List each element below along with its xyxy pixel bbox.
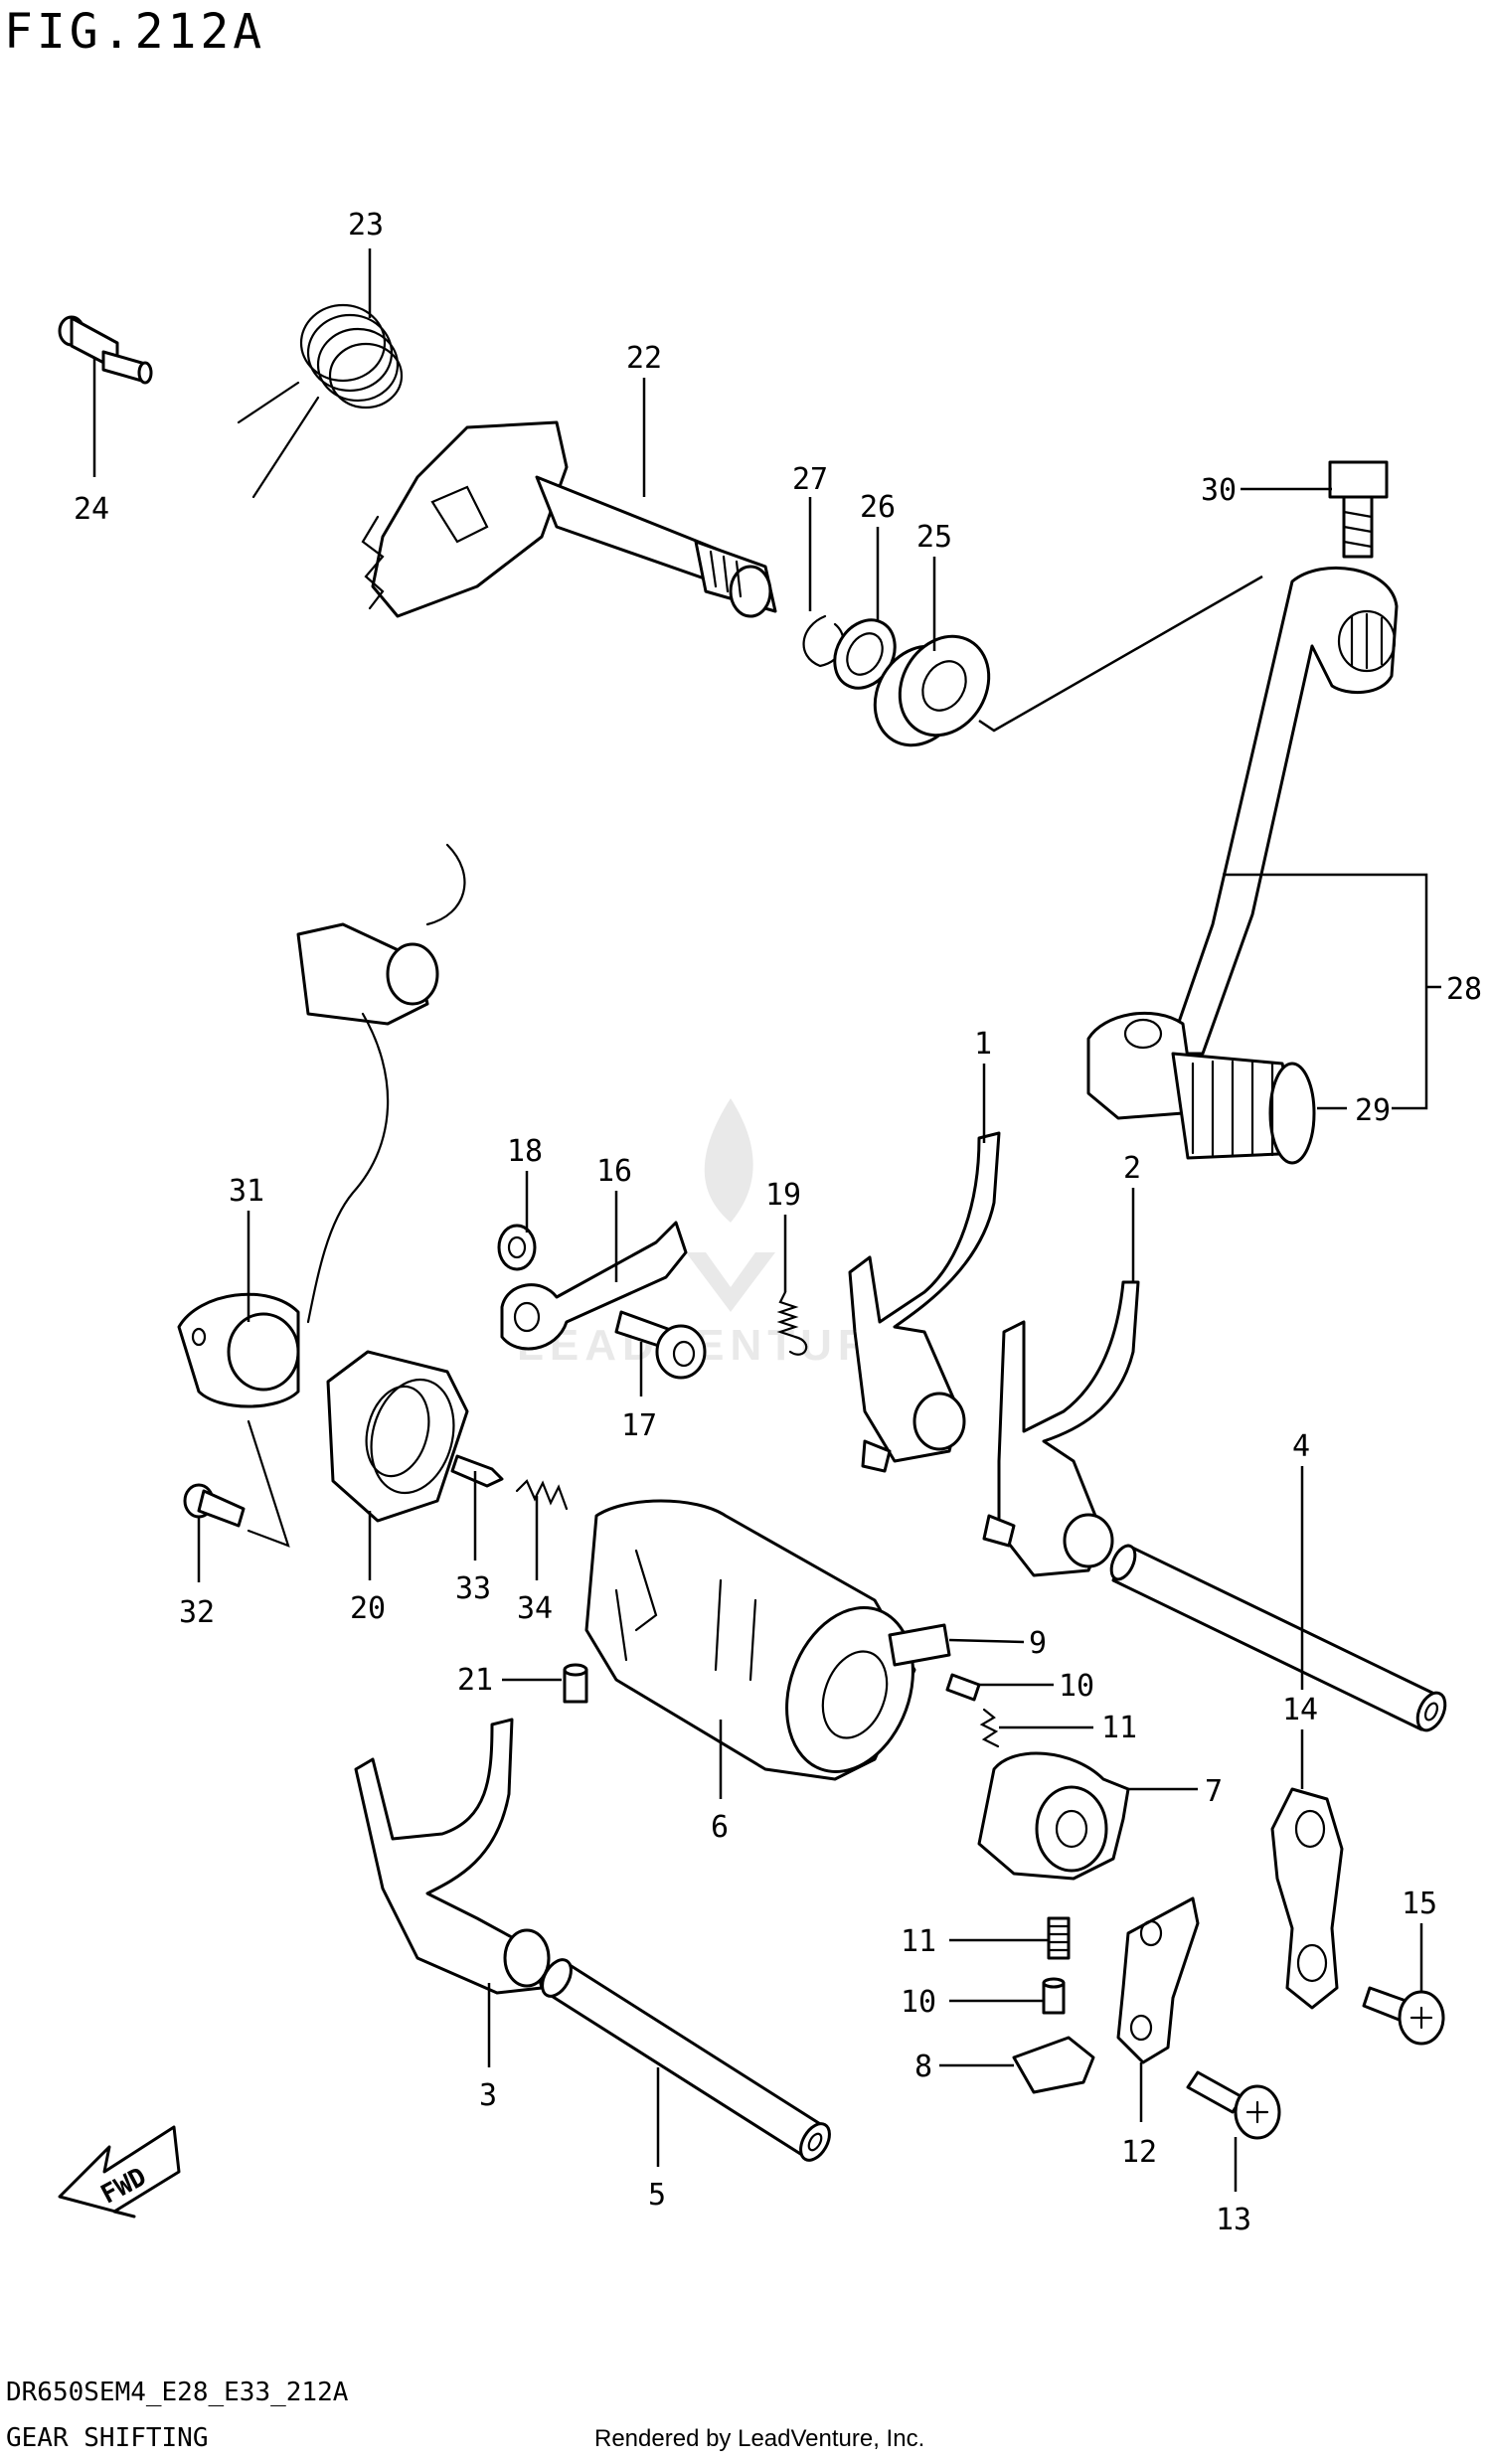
callout-7: 7 <box>1205 1774 1223 1809</box>
callout-11-lower: 11 <box>901 1924 936 1959</box>
callout-2: 2 <box>1123 1151 1141 1186</box>
rendered-by-credit: Rendered by LeadVenture, Inc. <box>594 2425 925 2452</box>
part-21-pin[interactable] <box>563 1663 588 1704</box>
callout-6: 6 <box>711 1810 729 1845</box>
callout-8: 8 <box>914 2050 932 2084</box>
figure-title: FIG.212A <box>4 4 266 60</box>
part-20-gear-shift-cam-plate[interactable] <box>326 1350 469 1523</box>
callout-leader-lines <box>92 248 1441 2192</box>
part-5-fork-shaft[interactable] <box>537 1955 836 2166</box>
part-7-cam-drive-gear[interactable] <box>977 1751 1130 1881</box>
part-30-bolt[interactable] <box>1328 460 1389 559</box>
callout-31: 31 <box>229 1174 264 1209</box>
part-10-pin-upper[interactable] <box>945 1673 981 1702</box>
callout-27: 27 <box>792 462 828 497</box>
callout-33: 33 <box>455 1571 491 1606</box>
callout-13: 13 <box>1216 2203 1251 2237</box>
part-12-cam-guide-plate[interactable] <box>1116 1896 1200 2064</box>
callout-29: 29 <box>1355 1093 1391 1128</box>
callout-24: 24 <box>74 492 109 527</box>
leadventure-watermark: LEADVENTURE <box>517 1098 911 1370</box>
part-17-bolt[interactable] <box>614 1310 707 1380</box>
part-10-pin-lower[interactable] <box>1042 1977 1066 2015</box>
callout-18: 18 <box>507 1134 543 1169</box>
forward-direction-arrow: FWD <box>58 2125 181 2218</box>
callout-10-lower: 10 <box>901 1985 936 2020</box>
part-11-spring-upper[interactable] <box>979 1708 1000 1748</box>
callout-12: 12 <box>1121 2135 1157 2170</box>
svg-text:LEADVENTURE: LEADVENTURE <box>517 1321 911 1370</box>
part-8-cam-guide-pawl[interactable] <box>1012 2036 1095 2094</box>
part-25-oil-seal[interactable] <box>858 620 1007 761</box>
model-code: DR650SEM4_E28_E33_212A <box>6 2378 349 2407</box>
callout-9: 9 <box>1029 1626 1047 1661</box>
part-14-cam-guide-plate[interactable] <box>1270 1787 1344 2010</box>
part-23-spring[interactable] <box>237 303 404 499</box>
part-11-spring-lower[interactable] <box>1047 1916 1071 1960</box>
part-13-screw[interactable] <box>1186 2070 1281 2140</box>
callout-32: 32 <box>179 1595 215 1630</box>
callout-23: 23 <box>348 208 384 243</box>
callout-11-upper: 11 <box>1101 1711 1137 1745</box>
assembly-line <box>978 575 1263 733</box>
part-3-gear-shift-fork[interactable] <box>354 1718 551 1995</box>
callout-22: 22 <box>626 341 662 376</box>
callout-34: 34 <box>517 1591 553 1626</box>
part-1-gear-shift-fork[interactable] <box>848 1131 1001 1473</box>
section-name: GEAR SHIFTING <box>6 2423 209 2453</box>
part-4-fork-shaft[interactable] <box>1106 1542 1450 1734</box>
callout-1: 1 <box>974 1027 992 1062</box>
part-22-shift-shaft[interactable] <box>361 420 777 618</box>
callout-26: 26 <box>860 490 896 525</box>
callout-28: 28 <box>1446 972 1482 1007</box>
callout-5: 5 <box>648 2178 666 2213</box>
callout-15: 15 <box>1402 1887 1437 1921</box>
callout-16: 16 <box>596 1154 632 1189</box>
callout-25: 25 <box>916 520 952 555</box>
part-33-pin[interactable] <box>450 1454 504 1488</box>
part-19-spring[interactable] <box>776 1290 808 1356</box>
callout-19: 19 <box>765 1178 801 1213</box>
part-32-screw[interactable] <box>183 1419 290 1548</box>
part-16-cam-stopper-arm[interactable] <box>500 1221 688 1351</box>
part-6-gear-shift-cam[interactable] <box>584 1499 934 1789</box>
part-24-bolt[interactable] <box>58 315 153 385</box>
part-15-screw[interactable] <box>1362 1986 1445 2046</box>
part-29-lever-rubber[interactable] <box>1171 1052 1316 1165</box>
callout-17: 17 <box>621 1408 657 1443</box>
callout-30: 30 <box>1201 473 1237 508</box>
callout-21: 21 <box>457 1663 493 1698</box>
part-2-gear-shift-fork[interactable] <box>982 1280 1140 1577</box>
callout-14: 14 <box>1282 1693 1318 1727</box>
callout-20: 20 <box>350 1591 386 1626</box>
callout-labels: 23 24 22 27 26 25 30 28 29 1 2 31 18 16 … <box>74 208 1482 2237</box>
part-9-cam-guide-pawl[interactable] <box>888 1623 951 1667</box>
part-18-washer[interactable] <box>497 1224 537 1271</box>
callout-4: 4 <box>1292 1429 1310 1464</box>
callout-10-upper: 10 <box>1059 1669 1094 1704</box>
part-28-gearshift-lever[interactable] <box>1086 566 1399 1120</box>
part-31-gear-position-switch[interactable] <box>177 843 466 1408</box>
callout-3: 3 <box>479 2078 497 2113</box>
part-34-spring[interactable] <box>515 1479 569 1511</box>
